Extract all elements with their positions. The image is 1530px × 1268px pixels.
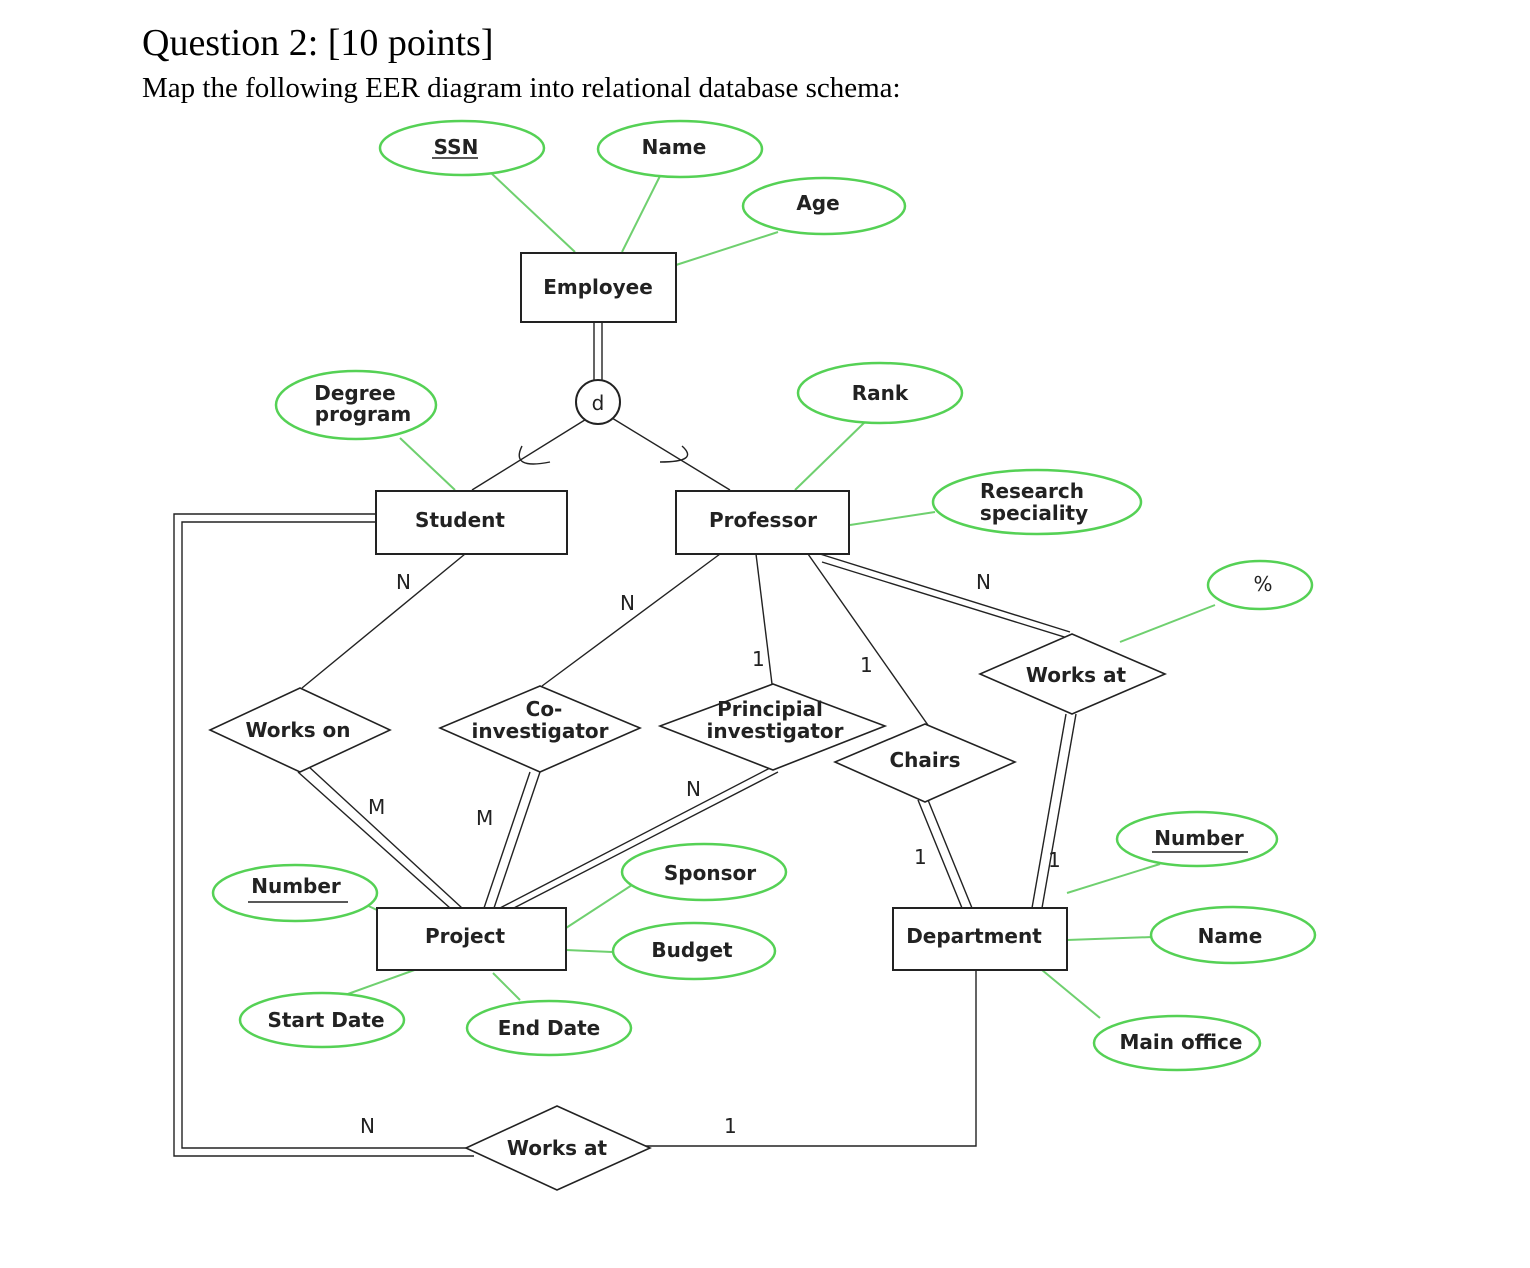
attribute-rank: Rank: [796, 361, 964, 425]
svg-text:Employee: Employee: [543, 275, 653, 299]
svg-text:N: N: [396, 570, 411, 594]
svg-text:Co-: Co-: [526, 697, 563, 721]
svg-text:Works at: Works at: [507, 1136, 608, 1160]
attribute-ssn: SSN: [378, 119, 546, 177]
svg-text:N: N: [360, 1114, 375, 1138]
svg-text:Age: Age: [796, 191, 839, 215]
attribute-start-date: Start Date: [238, 991, 406, 1049]
svg-text:Start Date: Start Date: [267, 1008, 384, 1032]
svg-text:investigator: investigator: [472, 719, 609, 743]
svg-text:Number: Number: [251, 874, 341, 898]
svg-text:Name: Name: [642, 135, 707, 159]
attribute-main-office: Main office: [1092, 1014, 1262, 1072]
svg-text:%: %: [1253, 572, 1272, 596]
svg-text:Name: Name: [1198, 924, 1263, 948]
svg-text:SSN: SSN: [434, 135, 479, 159]
svg-text:program: program: [315, 402, 411, 426]
svg-text:Student: Student: [415, 508, 505, 532]
entity-employee: Employee: [520, 252, 677, 323]
svg-text:N: N: [620, 591, 635, 615]
disjoint-specialization-circle: d: [575, 379, 621, 425]
svg-text:N: N: [686, 777, 701, 801]
entity-department: Department: [892, 907, 1068, 971]
svg-text:Budget: Budget: [651, 938, 733, 962]
attribute-end-date: End Date: [465, 999, 633, 1057]
svg-text:Sponsor: Sponsor: [664, 861, 756, 885]
svg-text:End Date: End Date: [498, 1016, 600, 1040]
attribute-research-speciality: Research speciality: [931, 468, 1143, 536]
svg-text:1: 1: [1048, 848, 1061, 872]
svg-text:1: 1: [860, 653, 873, 677]
svg-text:Research: Research: [980, 479, 1084, 503]
entity-project: Project: [376, 907, 567, 971]
svg-text:Principial: Principial: [717, 697, 823, 721]
svg-text:Rank: Rank: [852, 381, 909, 405]
attribute-age: Age: [741, 176, 907, 236]
relationship-links: [173, 322, 1077, 1157]
svg-text:Number: Number: [1154, 826, 1244, 850]
attribute-degree-program: Degree program: [274, 369, 438, 441]
attribute-employee-name: Name: [596, 119, 764, 179]
attribute-sponsor: Sponsor: [620, 842, 788, 902]
relationship-principal-investigator: Principial investigator: [657, 683, 888, 771]
question-title: Question 2: [10 points]: [142, 22, 494, 64]
relationship-co-investigator: Co- investigator: [437, 685, 643, 773]
svg-text:Works on: Works on: [245, 718, 350, 742]
svg-text:investigator: investigator: [707, 719, 844, 743]
svg-text:Main office: Main office: [1120, 1030, 1243, 1054]
svg-text:speciality: speciality: [980, 501, 1088, 525]
svg-text:1: 1: [914, 845, 927, 869]
attribute-budget: Budget: [611, 921, 777, 981]
entity-professor: Professor: [675, 490, 850, 555]
svg-text:1: 1: [752, 647, 765, 671]
svg-text:N: N: [976, 570, 991, 594]
svg-text:M: M: [476, 806, 493, 830]
svg-text:Professor: Professor: [709, 508, 817, 532]
svg-text:1: 1: [724, 1114, 737, 1138]
svg-text:Works at: Works at: [1026, 663, 1127, 687]
attribute-project-number: Number: [211, 863, 379, 923]
svg-text:Department: Department: [906, 924, 1042, 948]
relationship-works-at-professor: Works at: [977, 633, 1168, 715]
question-instruction: Map the following EER diagram into relat…: [142, 72, 901, 104]
svg-text:d: d: [592, 391, 605, 415]
svg-text:Chairs: Chairs: [889, 748, 960, 772]
svg-text:Degree: Degree: [314, 381, 395, 405]
relationship-chairs: Chairs: [832, 723, 1018, 803]
cardinality-labels: N M N M 1 N 1 1 N 1 N 1: [360, 570, 1061, 1138]
svg-text:Project: Project: [425, 924, 506, 948]
attribute-department-number: Number: [1115, 810, 1279, 868]
entity-student: Student: [375, 490, 568, 555]
svg-text:M: M: [368, 795, 385, 819]
attribute-department-name: Name: [1149, 905, 1317, 965]
relationship-works-at-student: Works at: [464, 1105, 652, 1191]
attribute-links: [344, 171, 1216, 1019]
attribute-percent: %: [1206, 559, 1314, 611]
relationship-works-on: Works on: [208, 687, 392, 773]
